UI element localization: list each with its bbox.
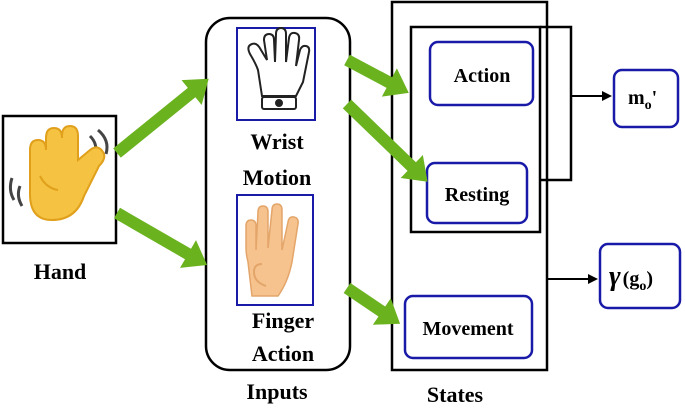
state-action-label: Action <box>454 65 511 87</box>
output-gamma-label: γ(go) <box>609 261 653 294</box>
gamma-symbol: γ <box>609 261 621 292</box>
arrow-hand-to-finger <box>114 207 208 268</box>
wrist-motion-line2: Motion <box>243 165 311 190</box>
waving-hand-icon <box>8 124 109 222</box>
finger-action-line2: Action <box>252 341 314 366</box>
inputs-label: Inputs <box>246 379 308 404</box>
arrow-finger-to-movement <box>343 283 401 325</box>
mo-sub: o <box>645 98 652 113</box>
mo-base: m <box>628 87 645 109</box>
state-resting-box <box>425 161 529 225</box>
state-movement-label: Movement <box>422 318 513 340</box>
green-arrows <box>113 54 428 325</box>
state-action-box <box>428 40 535 107</box>
arrow-wrist-to-action <box>344 54 409 97</box>
gamma-close: ) <box>646 268 653 290</box>
gamma-sub: o <box>639 279 646 294</box>
hand-fingers-icon <box>245 203 299 297</box>
glove-with-wristband-icon <box>247 26 311 110</box>
finger-action-line1: Finger <box>252 308 315 333</box>
wrist-motion-line1: Wrist <box>250 129 304 154</box>
output-mo-box <box>612 68 680 129</box>
group-bracket <box>540 25 573 182</box>
arrow-hand-to-wrist <box>113 78 209 158</box>
state-resting-label: Resting <box>445 184 509 206</box>
gamma-open: (g <box>623 268 640 290</box>
output-gamma-box <box>598 242 682 310</box>
arrow-wrist-to-resting <box>342 99 428 182</box>
states-label: States <box>427 382 484 407</box>
output-mo-label: mo' <box>628 87 657 113</box>
mo-prime: ' <box>652 87 658 109</box>
state-movement-box <box>403 294 534 360</box>
hand-label: Hand <box>34 259 87 284</box>
